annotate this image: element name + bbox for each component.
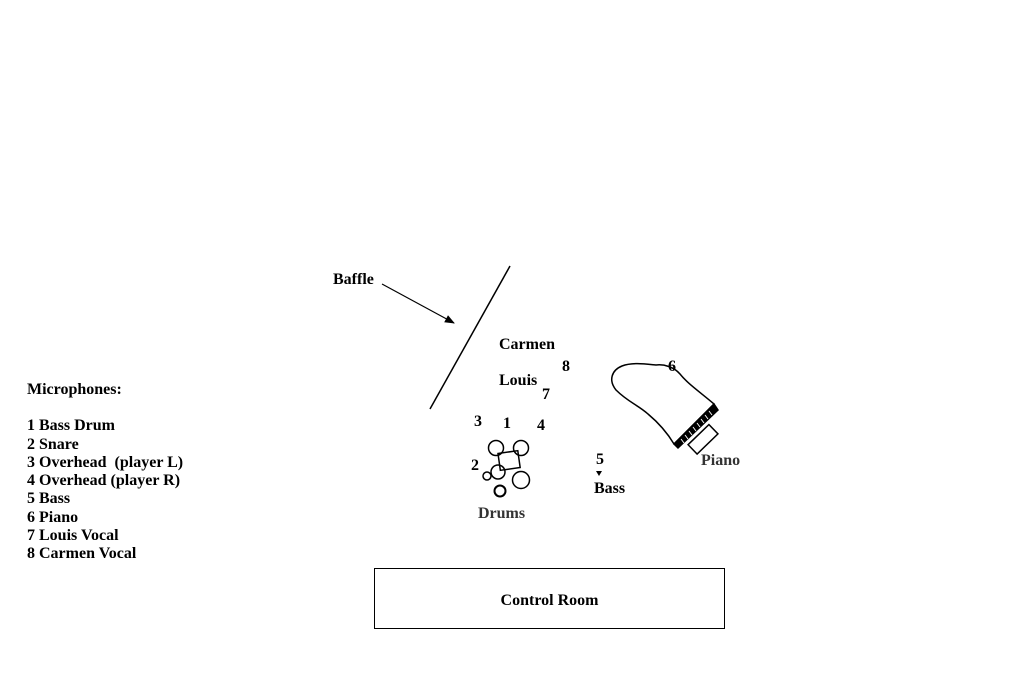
bass-mic-icon xyxy=(596,471,602,476)
legend-item: 5 Bass xyxy=(27,490,71,508)
carmen-label: Carmen xyxy=(499,336,555,353)
legend-item: 3 Overhead (player L) xyxy=(27,453,184,471)
drums-label: Drums xyxy=(478,505,526,522)
mic-number-louis-vocal: 7 xyxy=(542,386,550,403)
mic-number-bass: 5 xyxy=(596,451,604,468)
baffle-label: Baffle xyxy=(333,271,374,288)
baffle-arrow xyxy=(381,283,455,324)
louis-label: Louis xyxy=(499,372,538,389)
legend-item: 1 Bass Drum xyxy=(27,417,116,435)
mic-number-piano: 6 xyxy=(668,358,676,375)
legend-item: 8 Carmen Vocal xyxy=(27,545,137,563)
legend-item: 2 Snare xyxy=(27,435,79,453)
legend-item: 7 Louis Vocal xyxy=(27,527,119,545)
legend-item: 6 Piano xyxy=(27,508,79,526)
grand-piano-icon xyxy=(611,362,720,456)
mic-number-bass-drum: 1 xyxy=(503,415,511,432)
microphone-legend: Microphones: 1 Bass Drum 2 Snare 3 Overh… xyxy=(27,381,183,564)
control-room-label: Control Room xyxy=(500,591,599,609)
legend-title: Microphones: xyxy=(27,381,122,398)
mic-number-overhead-r: 4 xyxy=(537,417,545,434)
legend-item: 4 Overhead (player R) xyxy=(27,472,181,490)
mic-number-overhead-l: 3 xyxy=(474,413,482,430)
control-room-box: Control Room xyxy=(374,568,725,629)
drum-kit-icon xyxy=(482,439,531,498)
mic-number-carmen-vocal: 8 xyxy=(562,358,570,375)
mic-number-snare: 2 xyxy=(471,457,479,474)
piano-label: Piano xyxy=(701,452,741,469)
baffle-line xyxy=(429,265,511,410)
bass-label: Bass xyxy=(594,480,626,497)
legend-list: 1 Bass Drum 2 Snare 3 Overhead (player L… xyxy=(27,417,183,563)
